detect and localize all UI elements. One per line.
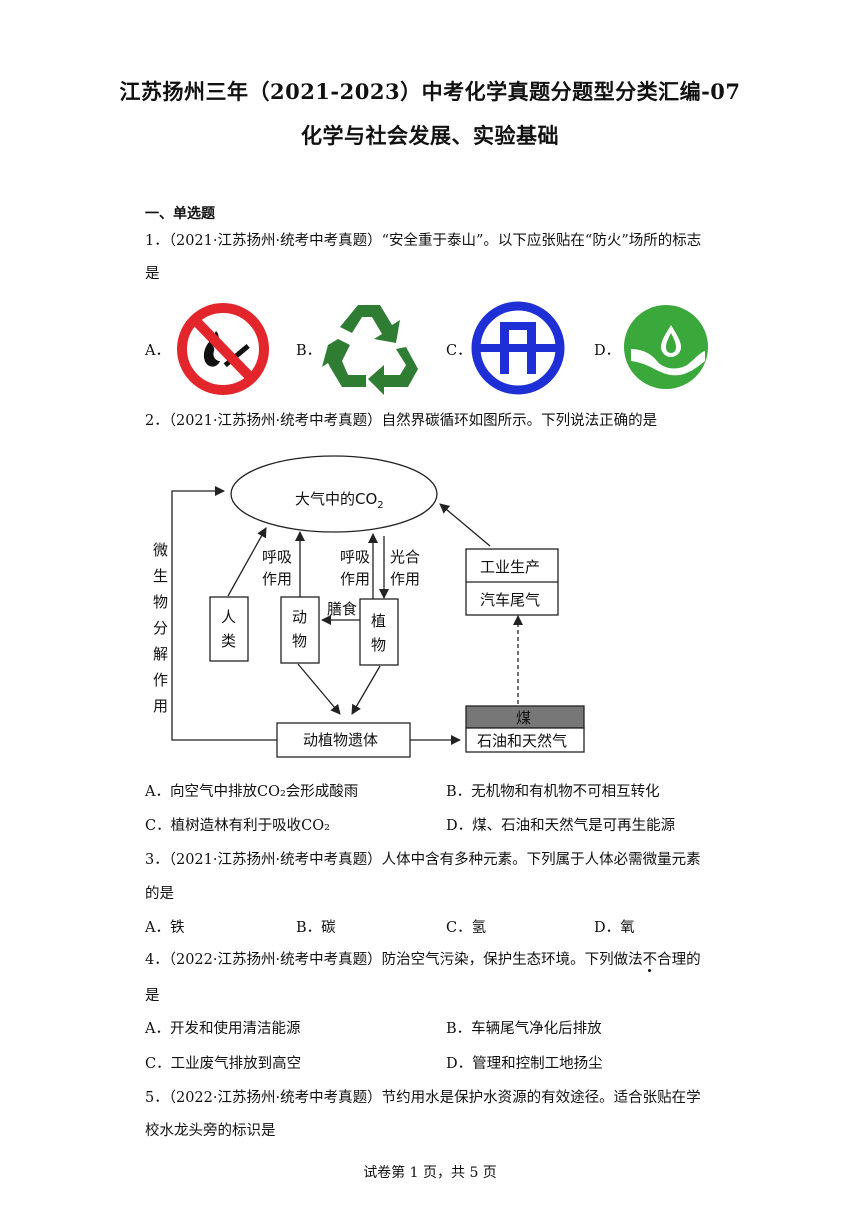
q1-option-b-label: B． <box>296 343 322 359</box>
svg-text:作用: 作用 <box>340 570 370 588</box>
question-3-stem-cont: 的是 <box>145 886 174 902</box>
page-footer: 试卷第 1 页，共 5 页 <box>363 1165 497 1181</box>
q4-option-d: D．管理和控制工地扬尘 <box>446 1056 603 1072</box>
svg-text:呼吸: 呼吸 <box>340 548 370 566</box>
no-smoking-sign-icon <box>177 303 269 395</box>
question-1-stem-cont: 是 <box>145 266 160 282</box>
q3-option-b: B．碳 <box>296 920 336 936</box>
question-5-stem-cont: 校水龙头旁的标识是 <box>145 1123 276 1139</box>
svg-text:汽车尾气: 汽车尾气 <box>480 591 540 609</box>
question-4-stem-cont: 是 <box>145 988 160 1004</box>
svg-text:煤: 煤 <box>516 709 531 727</box>
question-3-stem: 3．（2021·江苏扬州·统考中考真题）人体中含有多种元素。下列属于人体必需微量… <box>145 852 701 868</box>
svg-text:动: 动 <box>292 608 307 626</box>
question-4-stem: 4．（2022·江苏扬州·统考中考真题）防治空气污染，保护生态环境。下列做法不合… <box>145 952 701 968</box>
svg-text:微: 微 <box>153 541 168 559</box>
svg-text:物: 物 <box>292 632 307 650</box>
carbon-cycle-diagram: 大气中的CO2 微 生 物 分 解 作 用 呼吸 作用 呼吸 作用 光合 作用 … <box>153 455 585 758</box>
q4-option-c: C．工业废气排放到高空 <box>145 1056 302 1072</box>
svg-text:作: 作 <box>153 671 168 689</box>
page-title-line2: 化学与社会发展、实验基础 <box>301 123 559 148</box>
q1-option-d-label: D． <box>594 343 621 359</box>
svg-text:动植物遗体: 动植物遗体 <box>303 731 378 749</box>
svg-text:光合: 光合 <box>390 548 420 566</box>
svg-text:分: 分 <box>153 619 168 637</box>
q2-option-d: D．煤、石油和天然气是可再生能源 <box>446 818 676 834</box>
svg-text:工业生产: 工业生产 <box>480 558 540 576</box>
question-5-stem: 5．（2022·江苏扬州·统考中考真题）节约用水是保护水资源的有效途径。适合张贴… <box>145 1090 701 1106</box>
q2-option-a: A．向空气中排放CO₂会形成酸雨 <box>145 784 359 800</box>
q3-option-a: A．铁 <box>145 920 185 936</box>
question-2-stem: 2．（2021·江苏扬州·统考中考真题）自然界碳循环如图所示。下列说法正确的是 <box>145 413 658 429</box>
svg-text:解: 解 <box>153 645 168 663</box>
svg-text:呼吸: 呼吸 <box>262 548 292 566</box>
water-saving-sign-icon <box>624 305 708 389</box>
svg-text:人: 人 <box>221 608 236 626</box>
svg-text:石油和天然气: 石油和天然气 <box>477 732 567 750</box>
q2-option-b: B．无机物和有机物不可相互转化 <box>446 784 660 800</box>
svg-text:物: 物 <box>371 636 386 654</box>
svg-text:植: 植 <box>371 612 386 630</box>
q4-option-b: B．车辆尾气净化后排放 <box>446 1021 602 1037</box>
question-1-stem: 1．（2021·江苏扬州·统考中考真题）“安全重于泰山”。以下应张贴在“防火”场… <box>145 233 702 249</box>
q2-option-c: C．植树造林有利于吸收CO₂ <box>145 818 330 834</box>
q4-option-a: A．开发和使用清洁能源 <box>145 1021 301 1037</box>
q3-option-c: C．氢 <box>446 920 487 936</box>
section-heading: 一、单选题 <box>145 206 215 222</box>
emphasis-not: 不 <box>642 952 658 968</box>
atmosphere-label: 大气中的CO2 <box>295 490 384 511</box>
svg-text:物: 物 <box>153 593 168 611</box>
recycling-sign-icon <box>322 305 418 395</box>
energy-saving-sign-icon <box>471 301 565 395</box>
q1-option-c-label: C． <box>446 343 472 359</box>
page-title-line1: 江苏扬州三年（2021-2023）中考化学真题分题型分类汇编-07 <box>119 79 741 104</box>
svg-text:类: 类 <box>221 632 236 650</box>
svg-text:作用: 作用 <box>390 570 420 588</box>
svg-text:膳食: 膳食 <box>327 600 357 618</box>
svg-text:用: 用 <box>153 697 168 715</box>
svg-text:作用: 作用 <box>262 570 292 588</box>
svg-text:生: 生 <box>153 567 168 585</box>
q3-option-d: D．氧 <box>594 920 635 936</box>
q1-option-a-label: A． <box>145 343 170 359</box>
